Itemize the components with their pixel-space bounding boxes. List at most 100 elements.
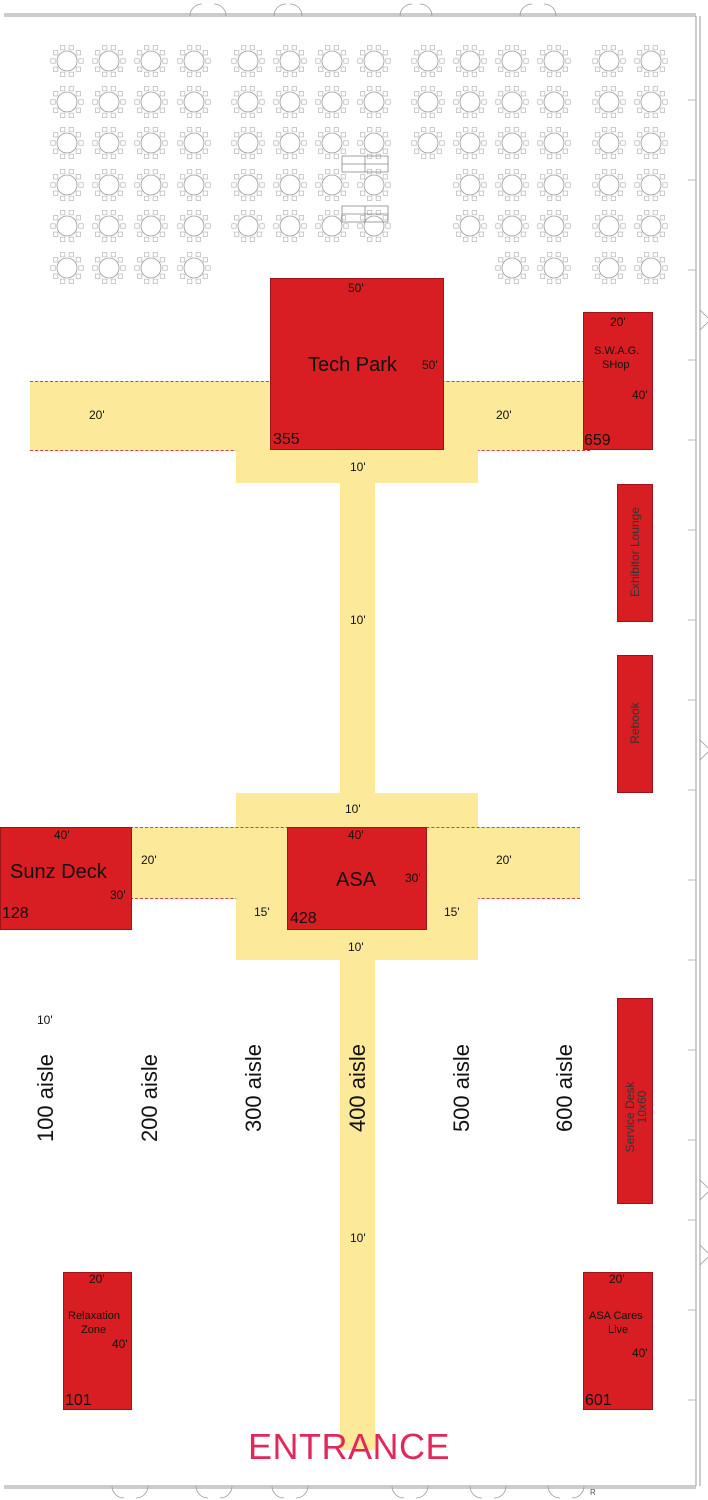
mid-top-walkway-dim: 10': [345, 802, 361, 816]
banquet-table: [537, 45, 571, 77]
banquet-table: [231, 86, 265, 118]
banquet-table: [411, 86, 445, 118]
banquet-table: [634, 252, 668, 284]
banquet-table: [315, 169, 349, 201]
swag-shop-width: 20': [610, 315, 626, 329]
sunz-deck-width: 40': [54, 828, 70, 842]
banquet-table: [177, 169, 211, 201]
banquet-table: [92, 127, 126, 159]
banquet-table: [134, 169, 168, 201]
asa-number: 428: [290, 910, 317, 927]
upper-spine-dim: 10': [350, 613, 366, 627]
sunz-deck-number: 128: [2, 905, 29, 922]
aisle-500-label: 500 aisle: [449, 1043, 474, 1133]
upper-right-walkway-dim: 20': [496, 408, 512, 422]
banquet-table: [177, 210, 211, 242]
banquet-table: [357, 210, 391, 242]
banquet-table: [453, 45, 487, 77]
service-desk-booth[interactable]: [617, 998, 653, 1204]
banquet-table: [134, 210, 168, 242]
entrance-label: ENTRANCE: [248, 1426, 451, 1467]
banquet-table: [273, 86, 307, 118]
banquet-table: [634, 210, 668, 242]
upper-left-walkway-dim: 20': [89, 408, 105, 422]
aisle-300-label: 300 aisle: [241, 1043, 266, 1133]
banquet-table: [50, 210, 84, 242]
service-desk-size: 10x60: [635, 1090, 649, 1124]
tech-park-number: 355: [273, 431, 300, 448]
banquet-table: [537, 169, 571, 201]
banquet-table: [537, 210, 571, 242]
banquet-table: [177, 127, 211, 159]
asa-width: 40': [348, 828, 364, 842]
banquet-table: [134, 127, 168, 159]
banquet-table: [592, 169, 626, 201]
mid-right-walkway-dim: 20': [496, 853, 512, 867]
banquet-table: [411, 45, 445, 77]
tech-park-width: 50': [348, 281, 364, 295]
aisle-600-label: 600 aisle: [552, 1043, 577, 1133]
mid-left-walkway-dim: 20': [141, 853, 157, 867]
aisle-gap-dim: 10': [37, 1013, 53, 1027]
banquet-table: [453, 86, 487, 118]
corner-mark: R: [590, 1488, 596, 1497]
banquet-table: [134, 86, 168, 118]
banquet-table: [495, 127, 529, 159]
banquet-table: [357, 169, 391, 201]
banquet-table: [273, 210, 307, 242]
banquet-table: [537, 86, 571, 118]
mid-walkway-upper: [236, 793, 478, 828]
banquet-table: [453, 127, 487, 159]
banquet-table: [231, 169, 265, 201]
upper-walkway-extension: [236, 449, 478, 483]
banquet-table: [592, 86, 626, 118]
center-spine-lower: [340, 960, 375, 1450]
sunz-deck-booth[interactable]: [0, 827, 132, 930]
banquet-table: [453, 210, 487, 242]
banquet-table: [231, 127, 265, 159]
banquet-table: [92, 86, 126, 118]
banquet-table: [634, 127, 668, 159]
aisle-200-label: 200 aisle: [137, 1053, 162, 1143]
asa-booth[interactable]: [287, 827, 427, 930]
exhibitor-lounge-label: Exhibitor Lounge: [628, 506, 642, 598]
banquet-table: [177, 86, 211, 118]
relaxation-zone-width: 20': [89, 1272, 105, 1286]
banquet-table: [273, 127, 307, 159]
banquet-table: [495, 252, 529, 284]
asa-cares-live-name-line1: ASA Cares: [589, 1310, 643, 1322]
banquet-table: [92, 169, 126, 201]
banquet-table: [315, 210, 349, 242]
lower-spine-dim: 10': [350, 1231, 366, 1245]
banquet-table: [92, 210, 126, 242]
banquet-table: [592, 127, 626, 159]
swag-shop-booth[interactable]: [583, 312, 653, 450]
banquet-seating-area: [50, 45, 668, 284]
asa-cares-live-booth[interactable]: [583, 1272, 653, 1410]
tech-park-booth[interactable]: [270, 278, 444, 450]
banquet-table: [50, 127, 84, 159]
mid-inner-right-dim: 15': [444, 905, 460, 919]
banquet-table: [495, 86, 529, 118]
tech-park-depth: 50': [422, 358, 438, 372]
relaxation-zone-booth[interactable]: [63, 1272, 132, 1410]
banquet-table: [177, 45, 211, 77]
rebook-booth[interactable]: [617, 655, 653, 793]
exhibitor-lounge-booth[interactable]: [617, 484, 653, 622]
relaxation-zone-name-line1: Relaxation: [68, 1310, 120, 1322]
asa-name: ASA: [336, 869, 377, 891]
banquet-table: [177, 252, 211, 284]
banquet-table: [50, 252, 84, 284]
banquet-table: [315, 127, 349, 159]
aisle-100-label: 100 aisle: [33, 1053, 58, 1143]
banquet-table: [592, 252, 626, 284]
banquet-table: [92, 45, 126, 77]
relaxation-zone-name-line2: Zone: [81, 1324, 107, 1336]
aisle-400-label: 400 aisle: [345, 1043, 370, 1133]
banquet-table: [592, 45, 626, 77]
relaxation-zone-depth: 40': [112, 1337, 128, 1351]
banquet-table: [134, 45, 168, 77]
banquet-table: [495, 210, 529, 242]
